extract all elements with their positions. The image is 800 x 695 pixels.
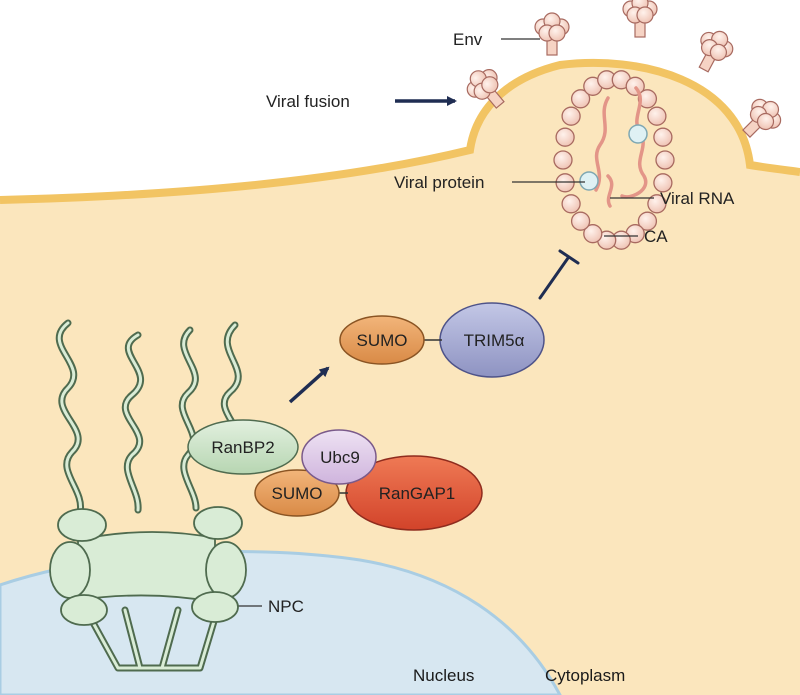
ubc9-label: Ubc9 (320, 448, 360, 467)
capsid-bead (653, 173, 673, 193)
env-spikes (466, 0, 782, 138)
cytoplasm-label: Cytoplasm (545, 666, 625, 685)
inhibition-line (538, 249, 580, 300)
capsid-bead (647, 106, 667, 126)
viral-protein-dot (628, 124, 648, 144)
ranbp2-protein (187, 419, 299, 475)
label-leaders (217, 38, 654, 607)
protein-complex (187, 419, 483, 531)
viral-fusion-label: Viral fusion (266, 92, 350, 111)
sumo-top-protein (339, 315, 425, 365)
env-label: Env (453, 30, 483, 49)
ranbp2-label: RanBP2 (211, 438, 274, 457)
capsid-bead (583, 224, 603, 244)
sumo-top-label: SUMO (357, 331, 408, 350)
activation-arrow (288, 366, 330, 404)
npc-core (49, 506, 247, 626)
viral-rna-label: Viral RNA (660, 189, 735, 208)
capsid-bead (561, 106, 581, 126)
env-spike (698, 30, 734, 73)
capsid-bead (555, 127, 575, 147)
capsid-bead (553, 150, 573, 170)
sumo-bottom-protein (254, 469, 340, 517)
env-spike (622, 0, 658, 38)
capsid-bead (637, 211, 658, 231)
ca-label: CA (644, 227, 668, 246)
capsid-bead (655, 150, 675, 170)
capsid (553, 70, 675, 250)
capsid-bead (555, 173, 575, 193)
npc-label: NPC (268, 597, 304, 616)
viral-rna-strands (594, 86, 648, 208)
viral-protein-label: Viral protein (394, 173, 484, 192)
cell-membrane (0, 58, 800, 204)
nucleus-label: Nucleus (413, 666, 474, 685)
viral-protein-dot (579, 171, 599, 191)
env-spike (742, 98, 782, 138)
capsid-bead (561, 194, 581, 214)
capsid-bead (647, 194, 667, 214)
env-spike (466, 69, 505, 109)
capsid-bead (570, 211, 591, 231)
capsid-bead (570, 89, 591, 109)
capsid-bead (637, 89, 658, 109)
sumo-bottom-label: SUMO (272, 484, 323, 503)
capsid-bead (653, 127, 673, 147)
env-spike (534, 12, 570, 56)
rangap1-label: RanGAP1 (379, 484, 456, 503)
ubc9-protein (301, 429, 377, 485)
trim5a-label: TRIM5α (464, 331, 525, 350)
npc-basket-inner (83, 606, 220, 670)
